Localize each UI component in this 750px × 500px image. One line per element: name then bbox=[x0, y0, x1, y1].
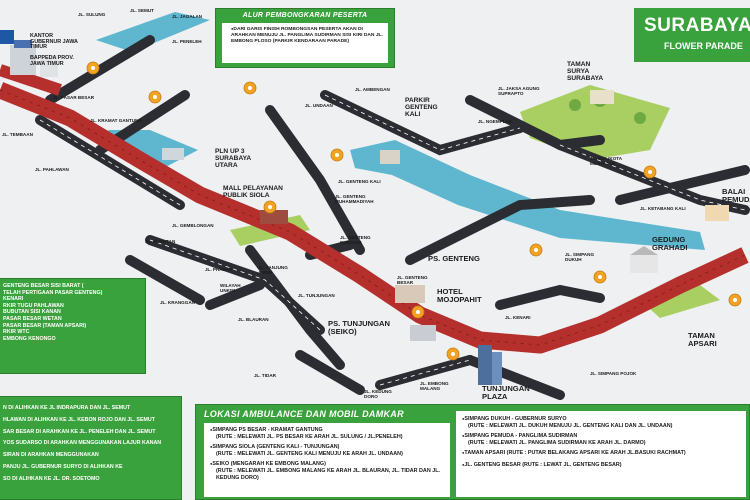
label-ps-tunjungan: PS. TUNJUNGAN (SEIKO) bbox=[328, 319, 391, 336]
label-jl-pahlawan: JL. PAHLAWAN bbox=[35, 167, 69, 172]
label-jl-kramat-gantung: JL. KRAMAT GANTUNG bbox=[90, 118, 142, 123]
traffic-diversion-panel: N DI ALIHKAN KE JL INDRAPURA DAN JL. SEM… bbox=[0, 396, 182, 500]
label-jl-semut: JL. SEMUT bbox=[130, 8, 154, 13]
ambulance-left-head: SEIKO (MENGARAH KE EMBONG MALANG) bbox=[210, 461, 445, 468]
label-jl-ngemplak: JL. NGEMPLAK bbox=[478, 119, 513, 124]
label-wilayah-unkim: WILAYAH UNKIM bbox=[220, 283, 241, 293]
parking-item: PASAR BESAR (TAMAN APSARI) bbox=[3, 322, 87, 329]
label-jl-peneleh: JL. PENELEH bbox=[172, 39, 202, 44]
label-jl-walikota: JL. WALIKOTA MUSTAJAB bbox=[590, 156, 622, 166]
label-jl-tanjung-anom: JL. TANJUNG ANOM bbox=[258, 265, 288, 275]
parking-item: RKIR TUGU PAHLAWAN bbox=[3, 302, 64, 309]
label-jl-gemblongan: JL. GEMBLONGAN bbox=[172, 223, 214, 228]
title-sub: FLOWER PARADE bbox=[664, 41, 743, 51]
alur-title: ALUR PEMBONGKARAN PESERTA bbox=[242, 12, 368, 19]
ambulance-left-head: SIMPANG PS BESAR - KRAMAT GANTUNG bbox=[210, 427, 445, 434]
label-jl-ketabang-kali: JL. KETABANG KALI bbox=[640, 206, 686, 211]
ambulance-left-body: (RUTE : MELEWATI JL. GENTENG KALI MENUJU… bbox=[216, 450, 403, 457]
label-jl-jagalan: JL. JAGALAN bbox=[172, 14, 203, 19]
label-jl-genteng-kali: JL. GENTENG KALI bbox=[338, 179, 381, 184]
label-jl-pradah: JL. PRADAH bbox=[205, 267, 233, 272]
label-jl-pasar-besar: JL. PASAR BESAR bbox=[53, 95, 95, 100]
alur-text-box: DARI GARIS FINISH ROMBONGSAN PESERTA AKA… bbox=[222, 23, 388, 63]
parking-item: EMBONG KENONGO bbox=[3, 335, 56, 342]
alur-text: DARI GARIS FINISH ROMBONGSAN PESERTA AKA… bbox=[231, 27, 383, 45]
label-taman-surya: TAMAN SURYA SURABAYA bbox=[567, 61, 604, 82]
alur-panel: ALUR PEMBONGKARAN PESERTA DARI GARIS FIN… bbox=[215, 8, 395, 68]
label-balai-pemuda: BALAI PEMUDA bbox=[722, 187, 750, 204]
label-jl-embong-malang: JL. EMBONG MALANG bbox=[420, 381, 449, 391]
label-tunjungan-plaza: TUNJUNGAN PLAZA bbox=[482, 384, 530, 401]
diversion-item: SAR BESAR DI ARAHKAN KE JL. PENELEH DAN … bbox=[3, 428, 156, 435]
ambulance-title: LOKASI AMBULANCE DAN MOBIL DAMKAR bbox=[204, 409, 404, 419]
label-jl-tembaan: JL. TEMBAAN bbox=[2, 132, 33, 137]
river-genteng bbox=[350, 140, 705, 250]
ambulance-right-head: SIMPANG DUKUH - GUBERNUR SURYO bbox=[462, 416, 741, 423]
ambulance-right-head: SIMPANG PEMUDA - PANGLIMA SUDIRMAN bbox=[462, 433, 741, 440]
label-jl-kenari: JL. KENARI bbox=[505, 315, 531, 320]
label-parkir-genteng: PARKIR GENTENG KALI bbox=[405, 97, 438, 118]
parking-item: PASAR BESAR WETAN bbox=[3, 316, 62, 323]
ambulance-right-box: SIMPANG DUKUH - GUBERNUR SURYO (RUTE : M… bbox=[456, 411, 746, 497]
label-kantor-gubernur: KANTOR GUBERNUR JAWA TIMUR bbox=[30, 33, 78, 51]
label-jl-tidar: JL. TIDAR bbox=[254, 373, 276, 378]
parking-item: TELAH PERTIGAAN PASAR GENTENG) bbox=[3, 289, 103, 296]
ambulance-right-head: JL. GENTENG BESAR (RUTE : LEWAT JL. GENT… bbox=[462, 462, 741, 469]
label-jl-kranggan: JL. KRANGGAN bbox=[160, 300, 195, 305]
label-jl-jaksa-agung: JL. JAKSA AGUNG SUPRAPTO bbox=[498, 86, 540, 96]
start-marker bbox=[0, 30, 14, 44]
ambulance-right-body: (RUTE : MELEWATI JL. PANGLIMA SUDIRMAN K… bbox=[468, 439, 646, 446]
label-ps-genteng: PS. GENTENG bbox=[428, 254, 480, 263]
ambulance-left-body: (RUTE : MELEWATI JL. EMBONG MALANG KE AR… bbox=[216, 467, 441, 481]
diversion-item: HLAWAN DI ALIHKAN KE JL. KEBON ROJO DAN … bbox=[3, 416, 155, 423]
label-jl-blauran: JL. BLAURAN bbox=[238, 317, 269, 322]
label-jl-kedung-doro: JL. KEDUNG DORO bbox=[364, 389, 392, 399]
title-main: SURABAYA bbox=[644, 15, 750, 36]
ambulance-panel: LOKASI AMBULANCE DAN MOBIL DAMKAR SIMPAN… bbox=[195, 404, 750, 500]
label-jl-genteng-muhammadiyah: JL. GENTENG MUHAMMADIYAH bbox=[335, 194, 374, 204]
label-jl-undaan: JL. UNDAAN bbox=[305, 103, 333, 108]
title-panel: SURABAYA FLOWER PARADE bbox=[634, 8, 750, 62]
label-jl-simpang-pojok: JL. SIMPANG POJOK bbox=[590, 371, 637, 376]
label-jl-genteng-durasim: JL. GENTENG DURASIM bbox=[340, 235, 371, 245]
river-kalimas bbox=[96, 12, 210, 52]
label-hotel-mojopahit: HOTEL MOJOPAHIT bbox=[437, 287, 482, 304]
diversion-item: YOS SUDARSO DI ARAHKAN MENGGUNAKAN LAJUR… bbox=[3, 440, 162, 447]
buildings bbox=[10, 40, 729, 385]
parking-item: BUBUTAN SISI KANAN bbox=[3, 309, 61, 316]
diversion-item: SO DI ALIHKAN KE JL. DR. SOETOMO bbox=[3, 475, 100, 482]
label-jl-genteng-besar: JL. GENTENG BESAR bbox=[397, 275, 428, 285]
ambulance-left-box: SIMPANG PS BESAR - KRAMAT GANTUNG (RUTE … bbox=[204, 423, 450, 497]
diversion-item: N DI ALIHKAN KE JL INDRAPURA DAN JL. SEM… bbox=[3, 405, 131, 411]
label-jl-sulung: JL. SULUNG bbox=[78, 12, 106, 17]
green-apsari bbox=[640, 285, 720, 318]
ambulance-left-body: (RUTE : MELEWATI JL. PS BESAR KE ARAH JL… bbox=[216, 433, 403, 440]
parking-list-panel: GENTENG BESAR SISI BARAT ( TELAH PERTIGA… bbox=[0, 278, 146, 374]
ambulance-left-head: SIMPANG SIOLA (GENTENG KALI - TUNJUNGAN) bbox=[210, 444, 445, 451]
label-mall-siola: MALL PELAYANAN PUBLIK SIOLA bbox=[223, 185, 283, 199]
label-jl-bubutan: JL. BUBUTAN bbox=[145, 239, 176, 244]
label-bappeda: BAPPEDA PROV. JAWA TIMUR bbox=[30, 55, 74, 67]
label-pln: PLN UP 3 SURABAYA UTARA bbox=[215, 148, 251, 169]
ambulance-right-body: (RUTE : MELEWATI JL. DUKUH MENUJU JL. GE… bbox=[468, 422, 673, 429]
diversion-item: SIRAN DI ARAHKAN MENGGUNAKAN bbox=[3, 452, 99, 459]
parking-item: GENTENG BESAR SISI BARAT ( bbox=[3, 283, 84, 289]
label-gedung-grahadi: GEDUNG GRAHADI bbox=[652, 235, 688, 252]
label-taman-apsari: TAMAN APSARI bbox=[688, 331, 717, 348]
label-jl-ambengan: JL. AMBENGAN bbox=[355, 87, 390, 92]
label-jl-tunjungan: JL. TUNJUNGAN bbox=[298, 293, 335, 298]
ambulance-right-head: TAMAN APSARI (RUTE : PUTAR BELAKANG APSA… bbox=[462, 450, 741, 457]
parking-item: RKIR WTC bbox=[3, 329, 30, 336]
label-jl-simpang-dukuh: JL. SIMPANG DUKUH bbox=[565, 252, 595, 262]
diversion-item: PANJU JL. GUBERNUR SURYO DI ALIHKAN KE bbox=[3, 463, 123, 470]
parking-item: KENARI bbox=[3, 296, 24, 303]
